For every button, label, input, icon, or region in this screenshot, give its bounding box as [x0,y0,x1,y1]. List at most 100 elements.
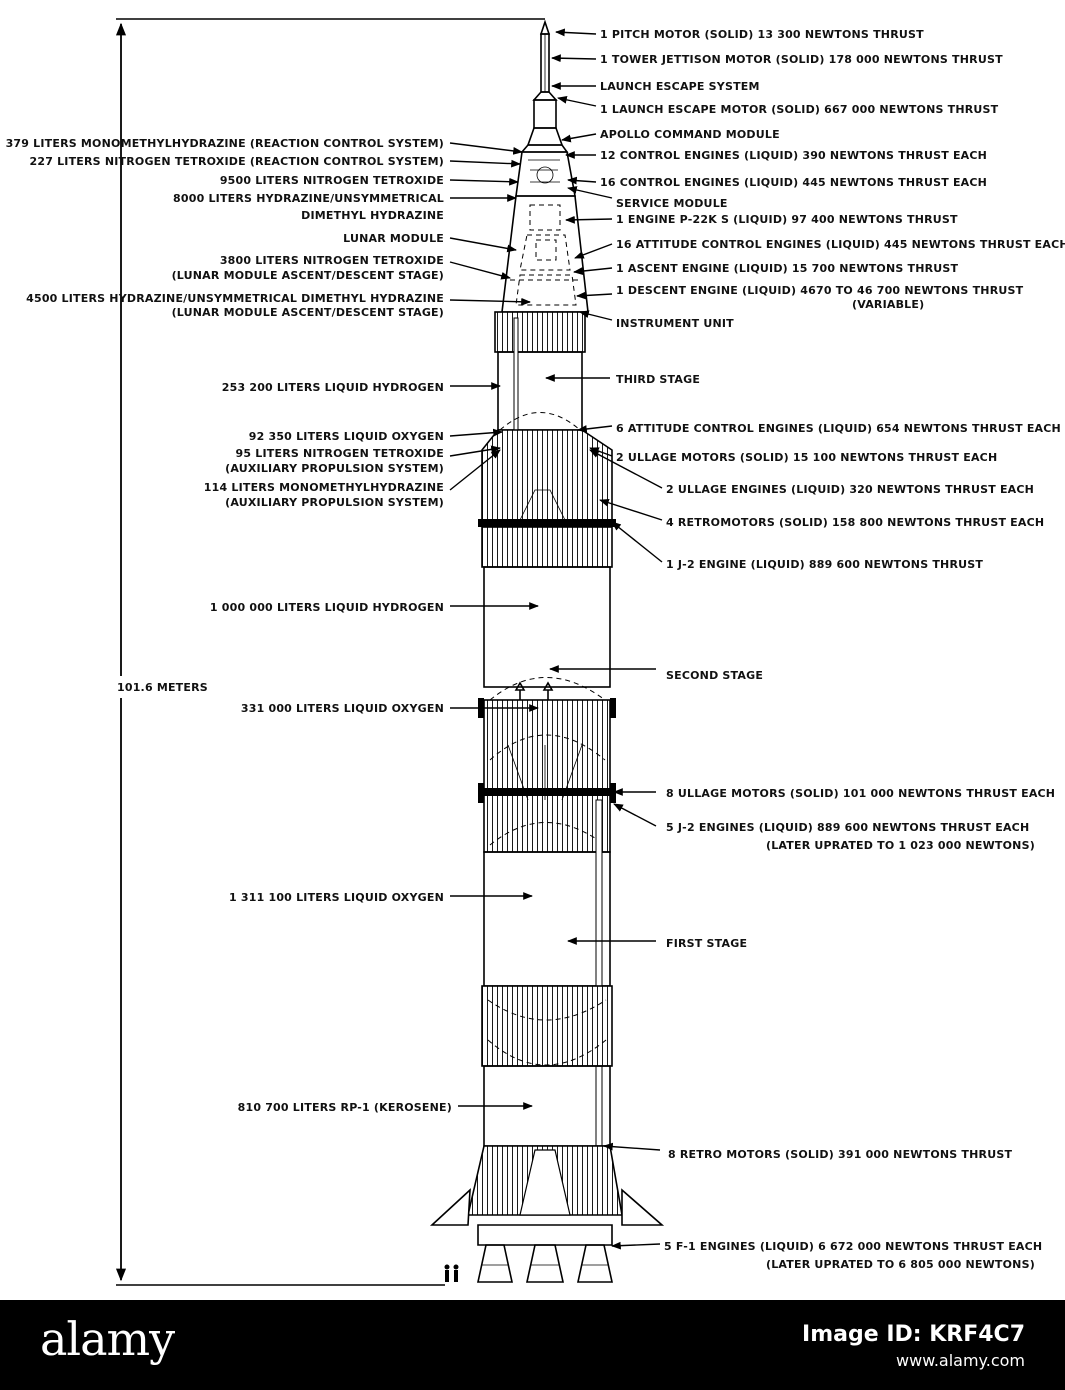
label-ullage-motors-8: 8 ULLAGE MOTORS (SOLID) 101 000 NEWTONS … [666,787,1055,800]
third-stage [478,311,616,568]
label-n2o4-3800-2: (LUNAR MODULE ASCENT/DESCENT STAGE) [172,269,444,282]
callout-ullage-motors-8: 8 ULLAGE MOTORS (SOLID) 101 000 NEWTONS … [613,787,1055,800]
label-hydrazine-4500-1: 4500 LITERS HYDRAZINE/UNSYMMETRICAL DIME… [26,292,444,305]
callout-mmh-rcs: 379 LITERS MONOMETHYLHYDRAZINE (REACTION… [6,137,523,155]
label-retromotors-4: 4 RETROMOTORS (SOLID) 158 800 NEWTONS TH… [666,516,1044,529]
saturn-v-rocket [429,19,665,1283]
watermark-banner: alamy Image ID: KRF4C7 www.alamy.com [0,1300,1065,1390]
callout-pitch-motor: 1 PITCH MOTOR (SOLID) 13 300 NEWTONS THR… [555,28,924,41]
label-n2o4-95-2: (AUXILIARY PROPULSION SYSTEM) [225,462,444,475]
image-id: Image ID: KRF4C7 [802,1322,1025,1347]
callout-lh2-1000000: 1 000 000 LITERS LIQUID HYDROGEN [210,601,539,614]
callout-lox-1311100: 1 311 100 LITERS LIQUID OXYGEN [229,891,533,904]
f1-engines [477,1244,613,1283]
label-tower-jettison: 1 TOWER JETTISON MOTOR (SOLID) 178 000 N… [600,53,1003,66]
callout-ullage-engines-2: 2 ULLAGE ENGINES (LIQUID) 320 NEWTONS TH… [589,449,1034,496]
label-j2-engines-5-2: (LATER UPRATED TO 1 023 000 NEWTONS) [766,839,1035,852]
label-service-module: SERVICE MODULE [616,197,728,210]
label-mmh-114-1: 114 LITERS MONOMETHYLHYDRAZINE [204,481,444,494]
callout-retro-motors-8: 8 RETRO MOTORS (SOLID) 391 000 NEWTONS T… [603,1142,1012,1161]
label-launch-escape: LAUNCH ESCAPE SYSTEM [600,80,760,93]
callout-mmh-114: 114 LITERS MONOMETHYLHYDRAZINE (AUXILIARY… [204,449,501,509]
callout-attitude-control-6: 6 ATTITUDE CONTROL ENGINES (LIQUID) 654 … [577,422,1061,435]
callout-first-stage: FIRST STAGE [567,937,747,950]
callout-sps-engine: 1 ENGINE P-22K S (LIQUID) 97 400 NEWTONS… [565,213,958,226]
label-n2o4-95-1: 95 LITERS NITROGEN TETROXIDE [236,447,444,460]
site-url: www.alamy.com [896,1351,1025,1370]
command-service-module [501,144,589,313]
label-j2-engines-5-1: 5 J-2 ENGINES (LIQUID) 889 600 NEWTONS T… [666,821,1029,834]
callout-lox-331000: 331 000 LITERS LIQUID OXYGEN [241,702,539,715]
label-control-engines-16: 16 CONTROL ENGINES (LIQUID) 445 NEWTONS … [600,176,987,189]
label-attitude-control-6: 6 ATTITUDE CONTROL ENGINES (LIQUID) 654 … [616,422,1061,435]
label-hydrazine-8000-1: 8000 LITERS HYDRAZINE/UNSYMMETRICAL [173,192,444,205]
callout-descent-engine: 1 DESCENT ENGINE (LIQUID) 4670 TO 46 700… [576,284,1024,311]
callout-escape-motor: 1 LAUNCH ESCAPE MOTOR (SOLID) 667 000 NE… [557,95,999,116]
callout-attitude-control-16: 16 ATTITUDE CONTROL ENGINES (LIQUID) 445… [574,238,1065,259]
saturn-v-diagram: 101.6 METERS [5,18,1065,1286]
label-pitch-motor: 1 PITCH MOTOR (SOLID) 13 300 NEWTONS THR… [600,28,924,41]
callout-n2o4-9500: 9500 LITERS NITROGEN TETROXIDE [220,174,519,187]
alamy-logo: alamy [40,1312,175,1366]
watermark-id: Image ID: KRF4C7 www.alamy.com [802,1322,1025,1370]
label-command-module: APOLLO COMMAND MODULE [600,128,780,141]
callout-control-engines-16: 16 CONTROL ENGINES (LIQUID) 445 NEWTONS … [567,176,987,189]
label-n2o4-9500: 9500 LITERS NITROGEN TETROXIDE [220,174,444,187]
callout-j2-engines-5: 5 J-2 ENGINES (LIQUID) 889 600 NEWTONS T… [613,803,1035,852]
callout-rp1-810700: 810 700 LITERS RP-1 (KEROSENE) [238,1101,533,1114]
label-ascent-engine: 1 ASCENT ENGINE (LIQUID) 15 700 NEWTONS … [616,262,959,275]
callout-third-stage: THIRD STAGE [545,373,700,386]
human-scale-figures [444,1264,459,1282]
label-f1-engines-2: (LATER UPRATED TO 6 805 000 NEWTONS) [766,1258,1035,1271]
callout-tower-jettison: 1 TOWER JETTISON MOTOR (SOLID) 178 000 N… [551,53,1003,66]
callout-lh2-253200: 253 200 LITERS LIQUID HYDROGEN [222,381,501,394]
label-third-stage: THIRD STAGE [616,373,700,386]
left-callouts: 379 LITERS MONOMETHYLHYDRAZINE (REACTION… [6,137,539,1114]
callout-hydrazine-4500: 4500 LITERS HYDRAZINE/UNSYMMETRICAL DIME… [26,292,531,319]
label-lunar-module: LUNAR MODULE [343,232,444,245]
label-descent-engine-2: (VARIABLE) [852,298,924,311]
label-second-stage: SECOND STAGE [666,669,763,682]
label-escape-motor: 1 LAUNCH ESCAPE MOTOR (SOLID) 667 000 NE… [600,103,999,116]
first-stage [429,799,665,1246]
callout-f1-engines: 5 F-1 ENGINES (LIQUID) 6 672 000 NEWTONS… [611,1240,1042,1271]
right-callouts: 1 PITCH MOTOR (SOLID) 13 300 NEWTONS THR… [545,28,1065,1271]
callout-hydrazine-8000: 8000 LITERS HYDRAZINE/UNSYMMETRICALDIMET… [173,192,517,222]
callout-ascent-engine: 1 ASCENT ENGINE (LIQUID) 15 700 NEWTONS … [573,262,959,275]
height-label: 101.6 METERS [117,681,208,694]
label-j2-engine: 1 J-2 ENGINE (LIQUID) 889 600 NEWTONS TH… [666,558,983,571]
label-ullage-motors-2: 2 ULLAGE MOTORS (SOLID) 15 100 NEWTONS T… [616,451,997,464]
label-hydrazine-4500-2: (LUNAR MODULE ASCENT/DESCENT STAGE) [172,306,444,319]
callout-instrument-unit: INSTRUMENT UNIT [579,310,734,330]
callout-n2o4-rcs: 227 LITERS NITROGEN TETROXIDE (REACTION … [29,155,521,168]
label-ullage-engines-2: 2 ULLAGE ENGINES (LIQUID) 320 NEWTONS TH… [666,483,1034,496]
callout-second-stage: SECOND STAGE [549,665,763,682]
callout-lox-92350: 92 350 LITERS LIQUID OXYGEN [249,428,503,443]
callout-n2o4-95: 95 LITERS NITROGEN TETROXIDE (AUXILIARY P… [225,445,501,475]
label-control-engines-12: 12 CONTROL ENGINES (LIQUID) 390 NEWTONS … [600,149,987,162]
label-lox-331000: 331 000 LITERS LIQUID OXYGEN [241,702,444,715]
label-descent-engine-1: 1 DESCENT ENGINE (LIQUID) 4670 TO 46 700… [616,284,1024,297]
callout-launch-escape: LAUNCH ESCAPE SYSTEM [551,80,760,93]
label-mmh-114-2: (AUXILIARY PROPULSION SYSTEM) [225,496,444,509]
label-f1-engines-1: 5 F-1 ENGINES (LIQUID) 6 672 000 NEWTONS… [664,1240,1042,1253]
label-lh2-1000000: 1 000 000 LITERS LIQUID HYDROGEN [210,601,444,614]
callout-ullage-motors-2: 2 ULLAGE MOTORS (SOLID) 15 100 NEWTONS T… [589,447,997,464]
callout-service-module: SERVICE MODULE [567,186,728,210]
label-first-stage: FIRST STAGE [666,937,747,950]
callout-retromotors-4: 4 RETROMOTORS (SOLID) 158 800 NEWTONS TH… [599,498,1044,529]
label-attitude-control-16: 16 ATTITUDE CONTROL ENGINES (LIQUID) 445… [616,238,1065,251]
callout-lunar-module: LUNAR MODULE [343,232,517,253]
callout-j2-engine: 1 J-2 ENGINE (LIQUID) 889 600 NEWTONS TH… [611,521,983,571]
label-sps-engine: 1 ENGINE P-22K S (LIQUID) 97 400 NEWTONS… [616,213,958,226]
callout-n2o4-3800: 3800 LITERS NITROGEN TETROXIDE (LUNAR MOD… [172,254,511,282]
label-lh2-253200: 253 200 LITERS LIQUID HYDROGEN [222,381,444,394]
height-dimension: 101.6 METERS [100,18,545,1286]
label-instrument-unit: INSTRUMENT UNIT [616,317,734,330]
label-n2o4-3800-1: 3800 LITERS NITROGEN TETROXIDE [220,254,444,267]
callout-control-engines-12: 12 CONTROL ENGINES (LIQUID) 390 NEWTONS … [565,149,987,162]
label-lox-1311100: 1 311 100 LITERS LIQUID OXYGEN [229,891,444,904]
second-stage [478,566,616,853]
label-retro-motors-8: 8 RETRO MOTORS (SOLID) 391 000 NEWTONS T… [668,1148,1012,1161]
callout-command-module: APOLLO COMMAND MODULE [561,128,780,143]
